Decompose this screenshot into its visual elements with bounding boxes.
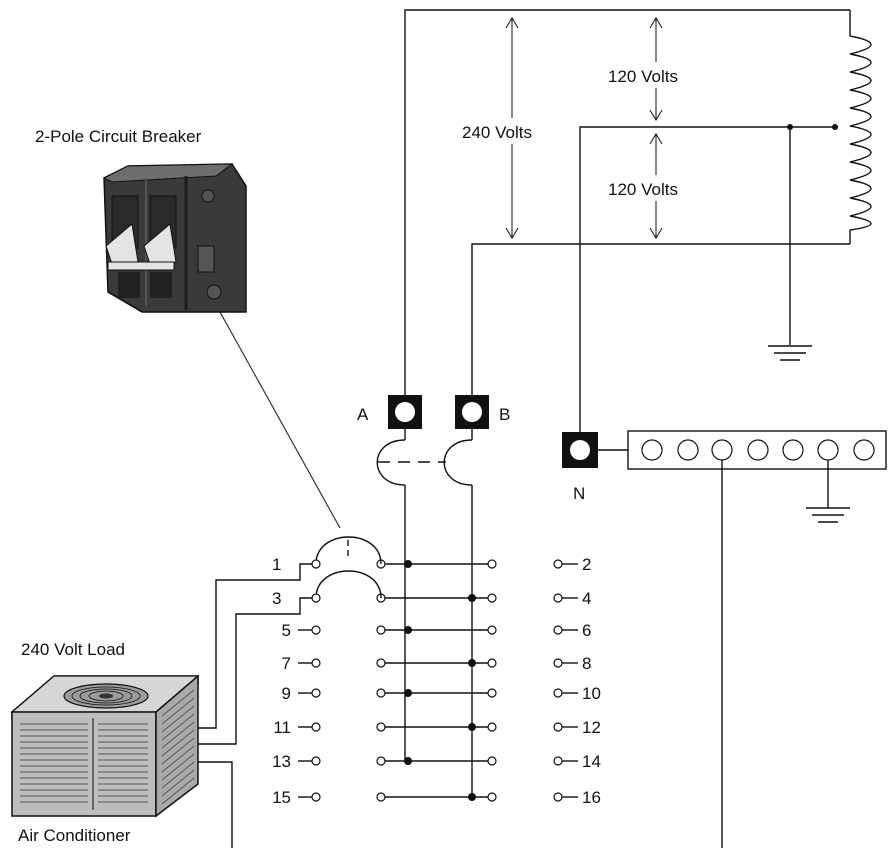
- slot-number: 10: [582, 684, 601, 703]
- transformer-coil: [849, 10, 872, 244]
- unit-name: Air Conditioner: [18, 826, 131, 845]
- bus-b-lug: [455, 395, 489, 429]
- slot-number: 8: [582, 654, 591, 673]
- neutral-ground-icon: [806, 507, 850, 523]
- load-title: 240 Volt Load: [21, 640, 125, 659]
- slot-number: 5: [282, 621, 291, 640]
- bus-a-label: A: [357, 405, 369, 424]
- slot-number: 9: [282, 684, 291, 703]
- breaker-illustration: [102, 163, 247, 313]
- slot-number: 6: [582, 621, 591, 640]
- slot-number: 13: [272, 752, 291, 771]
- slot-number: 3: [272, 589, 281, 608]
- right-slot-numbers: 2 4 6 8 10 12 14 16: [582, 555, 601, 807]
- label-240-volts: 240 Volts: [462, 123, 532, 142]
- slot-number: 14: [582, 752, 601, 771]
- load-ground-wire: [198, 761, 233, 848]
- slot-number: 4: [582, 589, 591, 608]
- branch-rows: [376, 559, 497, 802]
- slot-number: 1: [272, 555, 281, 574]
- neutral-label: N: [573, 484, 585, 503]
- label-120-volts-bottom: 120 Volts: [608, 180, 678, 199]
- breaker-title: 2-Pole Circuit Breaker: [35, 127, 202, 146]
- label-120-volts-top: 120 Volts: [608, 67, 678, 86]
- neutral-lug: [562, 432, 598, 468]
- center-tap-dot: [832, 124, 838, 130]
- leg-a-wire: [404, 9, 850, 395]
- air-conditioner-illustration: [10, 674, 200, 818]
- slot-number: 12: [582, 718, 601, 737]
- load-wire-3: [198, 597, 312, 745]
- left-terminals: [298, 559, 321, 802]
- slot-number: 11: [273, 718, 291, 737]
- left-slot-numbers: 1 3 5 7 9 11 13 15: [272, 555, 291, 807]
- load-wire-1: [198, 563, 312, 729]
- breaker-pointer-line: [219, 311, 341, 529]
- transformer-ground-icon: [768, 345, 812, 361]
- neutral-bar: [598, 430, 887, 470]
- bus-b-label: B: [499, 405, 510, 424]
- slot-number: 15: [272, 788, 291, 807]
- slot-number: 16: [582, 788, 601, 807]
- slot-number: 2: [582, 555, 591, 574]
- right-terminals: [553, 559, 578, 802]
- main-breaker-symbol: [376, 429, 473, 486]
- bus-a-lug: [388, 395, 422, 429]
- neutral-wire: [579, 126, 835, 432]
- leg-b-wire: [471, 243, 850, 395]
- slot-number: 7: [282, 654, 291, 673]
- two-pole-breaker-symbol: [315, 536, 382, 599]
